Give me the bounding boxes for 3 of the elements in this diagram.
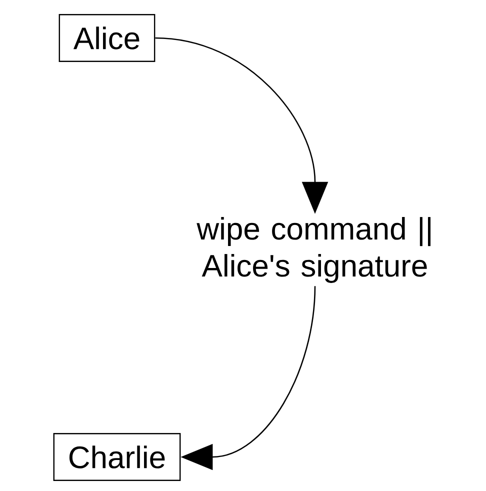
name-box: Alice [58,14,156,62]
name-box: Charlie [53,433,181,481]
message-text: wipe command || Alice's signature [196,217,430,283]
